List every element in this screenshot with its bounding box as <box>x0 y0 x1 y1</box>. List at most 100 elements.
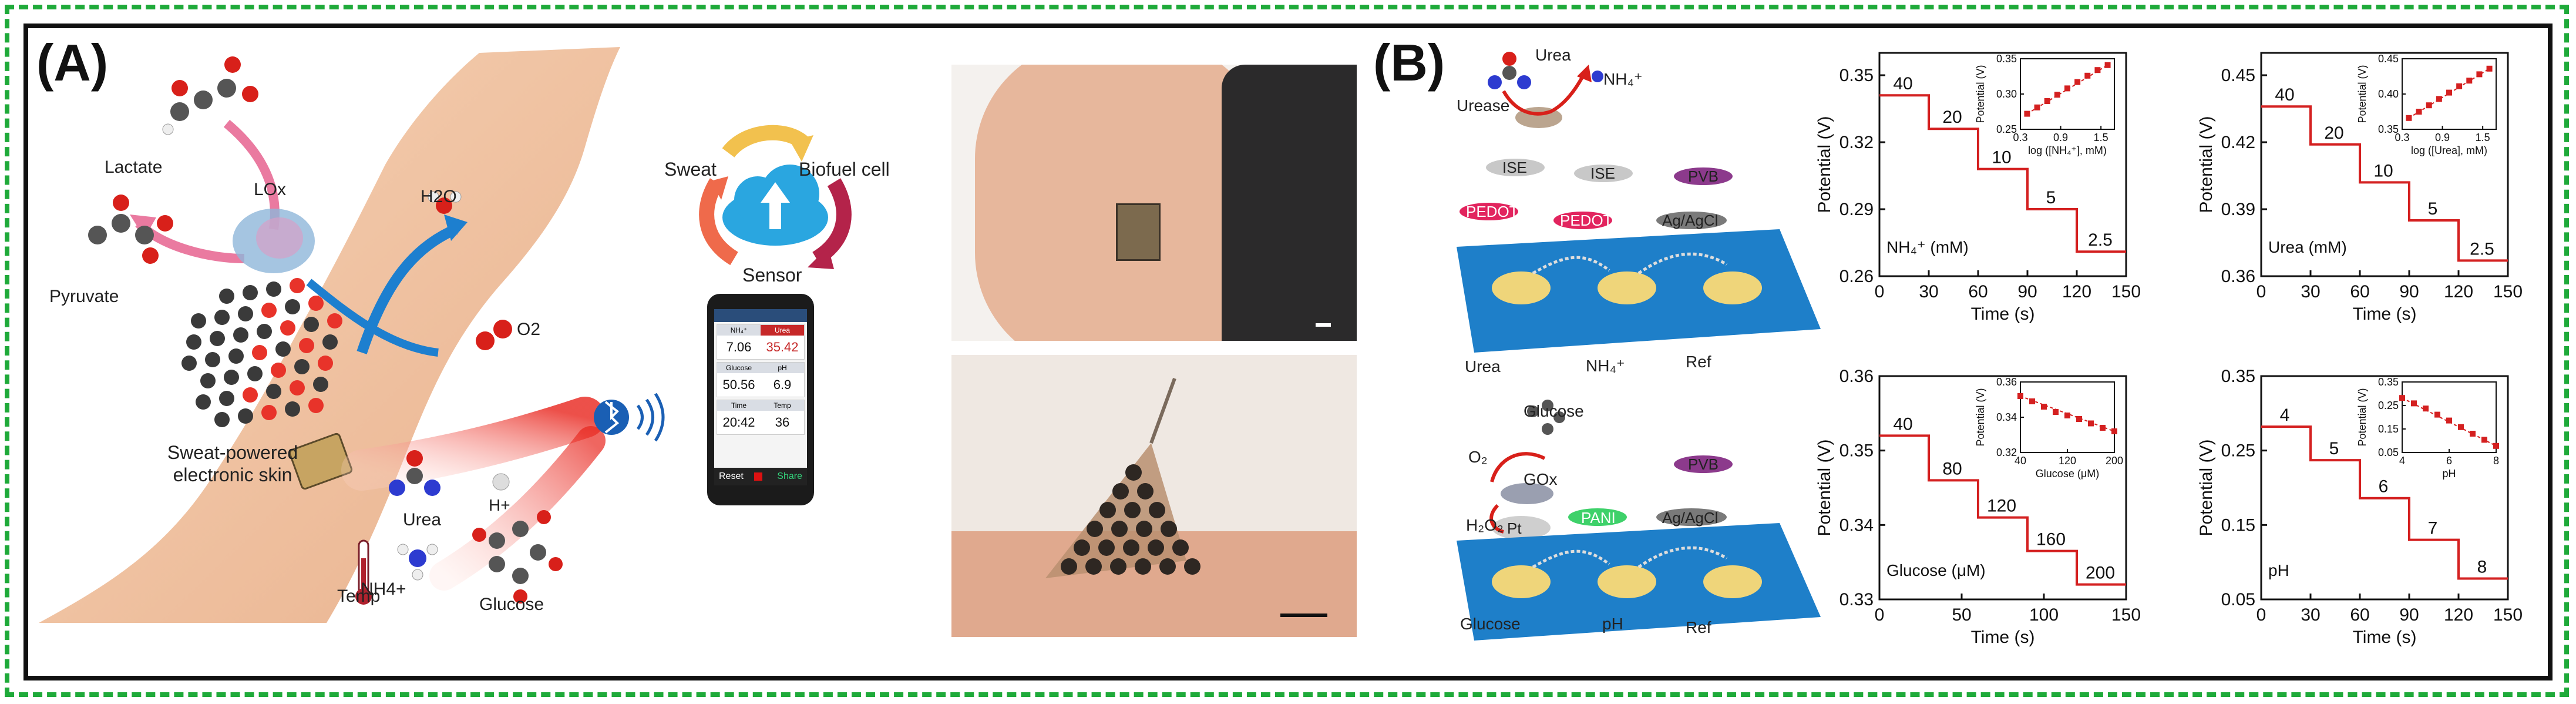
inset-x-label: pH <box>2442 468 2456 480</box>
h-label: H+ <box>489 496 510 514</box>
patch-dot <box>1124 502 1141 518</box>
o2-label: O2 <box>517 320 541 339</box>
agagcl-pill-1 <box>1656 212 1727 229</box>
electrode-label-ref-bottom: Ref <box>1686 618 1711 636</box>
patch-dot <box>1074 539 1090 556</box>
y-tick-label: 0.36 <box>2221 267 2255 286</box>
patch-dot <box>1087 521 1103 537</box>
step-label: 80 <box>1942 459 1962 478</box>
concentration-annotation: pH <box>2268 561 2289 579</box>
scheme-gox-label: GOx <box>1524 470 1558 488</box>
scale-bar-bottom <box>1280 614 1327 617</box>
inset-x-tick-label: 0.3 <box>2395 132 2409 143</box>
electrode-nh4 <box>1598 271 1656 304</box>
step-label: 2.5 <box>2088 230 2113 250</box>
inset-point <box>2041 404 2047 410</box>
step-line-series <box>1879 94 2126 253</box>
biofuel-dot <box>205 352 220 367</box>
lactate-molecule <box>162 56 258 135</box>
step-label: 8 <box>2477 558 2487 577</box>
patch-dot <box>1112 483 1129 499</box>
y-axis-label: Potential (V) <box>1815 439 1834 536</box>
agagcl-pill-2 <box>1656 508 1727 526</box>
glucose-reaction <box>1489 400 1565 539</box>
biofuel-dot <box>299 338 314 353</box>
skin-label-line2: electronic skin <box>173 464 292 485</box>
reset-button[interactable]: Reset <box>719 471 744 481</box>
x-tick-label: 90 <box>2399 282 2419 301</box>
x-tick-label: 60 <box>2350 282 2369 301</box>
inset-point <box>2446 89 2452 96</box>
inset-point <box>2436 96 2442 102</box>
inset-x-tick-label: 1.5 <box>2094 132 2108 143</box>
biofuel-dot <box>261 303 277 318</box>
y-axis-label: Potential (V) <box>2197 116 2216 213</box>
y-tick-label: 0.05 <box>2221 590 2255 609</box>
step-label: 20 <box>2324 123 2343 143</box>
concentration-annotation: NH₄⁺ (mM) <box>1886 238 1969 256</box>
step-label: 40 <box>1893 414 1912 434</box>
y-tick-label: 0.36 <box>1839 367 1874 386</box>
glucose-label: Glucose <box>479 595 544 614</box>
inset-y-tick-label: 0.32 <box>1996 447 2017 458</box>
electrode-urea <box>1492 271 1551 304</box>
phone-reading-label: pH <box>778 364 787 372</box>
biofuel-dot <box>266 384 281 399</box>
y-tick-label: 0.29 <box>1839 200 1874 219</box>
electrode-label-glucose: Glucose <box>1460 615 1521 633</box>
pedot-label-1: PEDOT <box>1466 203 1519 220</box>
patch-dot <box>1098 539 1115 556</box>
inset-x-label: Glucose (μM) <box>2036 468 2099 480</box>
energy-cycle-diagram <box>699 125 852 269</box>
inset-point <box>2094 67 2101 73</box>
inset-point <box>2476 71 2483 78</box>
scheme-pt-label: Pt <box>1507 519 1522 537</box>
biofuel-dot <box>285 299 300 314</box>
biofuel-dot <box>219 289 234 304</box>
patch-dot <box>1149 502 1165 518</box>
share-button[interactable]: Share <box>777 471 802 481</box>
cycle-label-biofuel: Biofuel cell <box>799 159 890 180</box>
biofuel-dot <box>285 401 300 417</box>
inset-point <box>2493 442 2499 449</box>
patch-array <box>1045 377 1200 578</box>
electrode-glucose <box>1492 565 1551 598</box>
biofuel-dot <box>214 310 230 325</box>
bluetooth-icon <box>594 393 665 442</box>
y-tick-label: 0.39 <box>2221 200 2255 219</box>
inset-point <box>2434 411 2440 418</box>
phone-reading-label: NH₄⁺ <box>730 326 748 334</box>
inset-x-tick-label: 6 <box>2446 455 2452 467</box>
patch-dot <box>1161 521 1177 537</box>
biofuel-dot <box>181 356 197 371</box>
inset-point <box>2466 78 2473 84</box>
step-label: 2.5 <box>2470 239 2494 259</box>
photo-sleeve <box>1222 65 1357 341</box>
step-label: 5 <box>2428 199 2438 219</box>
biofuel-dot <box>200 373 216 388</box>
y-tick-label: 0.15 <box>2221 515 2255 535</box>
photo-patch <box>1116 203 1161 261</box>
step-label: 10 <box>1992 148 2011 167</box>
inset-point <box>2084 72 2091 79</box>
inset-x-label: log ([NH₄⁺], mM) <box>2028 145 2107 156</box>
x-axis-label: Time (s) <box>1971 304 2035 324</box>
urea-reaction <box>1488 52 1603 128</box>
inset-point <box>2100 425 2106 431</box>
biofuel-dot <box>308 296 324 311</box>
inset-x-tick-label: 8 <box>2493 455 2499 467</box>
phone-reading-value: 36 <box>775 415 790 430</box>
x-tick-label: 60 <box>1968 282 1988 301</box>
inset-x-tick-label: 0.9 <box>2435 132 2450 143</box>
step-label: 20 <box>1942 108 1962 127</box>
biofuel-dot <box>238 306 253 321</box>
thermometer-icon <box>355 539 372 605</box>
inset-point <box>2064 413 2070 418</box>
step-label: 120 <box>1987 497 2016 516</box>
biofuel-dot <box>243 387 258 403</box>
nh4-label: NH4+ <box>361 579 406 599</box>
x-tick-label: 30 <box>2301 605 2320 625</box>
